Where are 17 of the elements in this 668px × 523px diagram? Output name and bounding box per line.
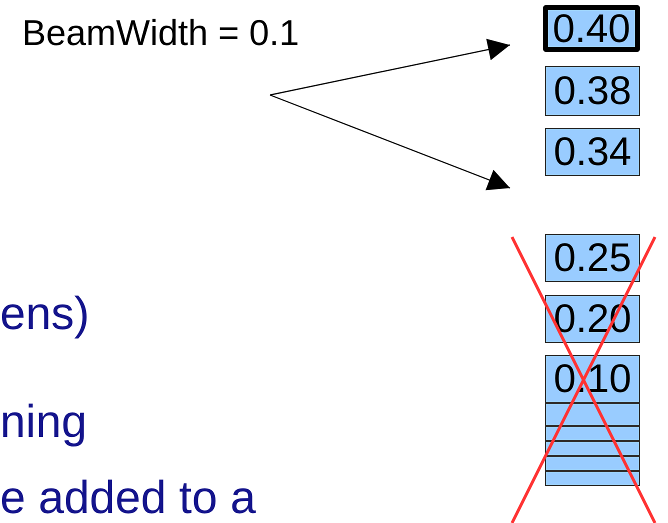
score-value: 0.34 (552, 132, 632, 172)
value-box (545, 403, 640, 426)
bullet-text: e added to a (0, 470, 256, 523)
value-box (545, 426, 640, 441)
value-box (545, 234, 640, 282)
score-value: 0.25 (552, 238, 632, 278)
value-box (545, 441, 640, 456)
value-box (545, 471, 640, 486)
bullet-text: ning (0, 394, 87, 448)
value-box (545, 66, 640, 116)
score-value: 0.38 (552, 71, 632, 111)
score-value: 0.40 (552, 10, 632, 47)
heading-text: BeamWidth = 0.1 (22, 12, 300, 54)
value-box (543, 5, 640, 52)
value-box (545, 456, 640, 471)
bullet-text: ens) (0, 286, 90, 340)
value-box (545, 128, 640, 176)
